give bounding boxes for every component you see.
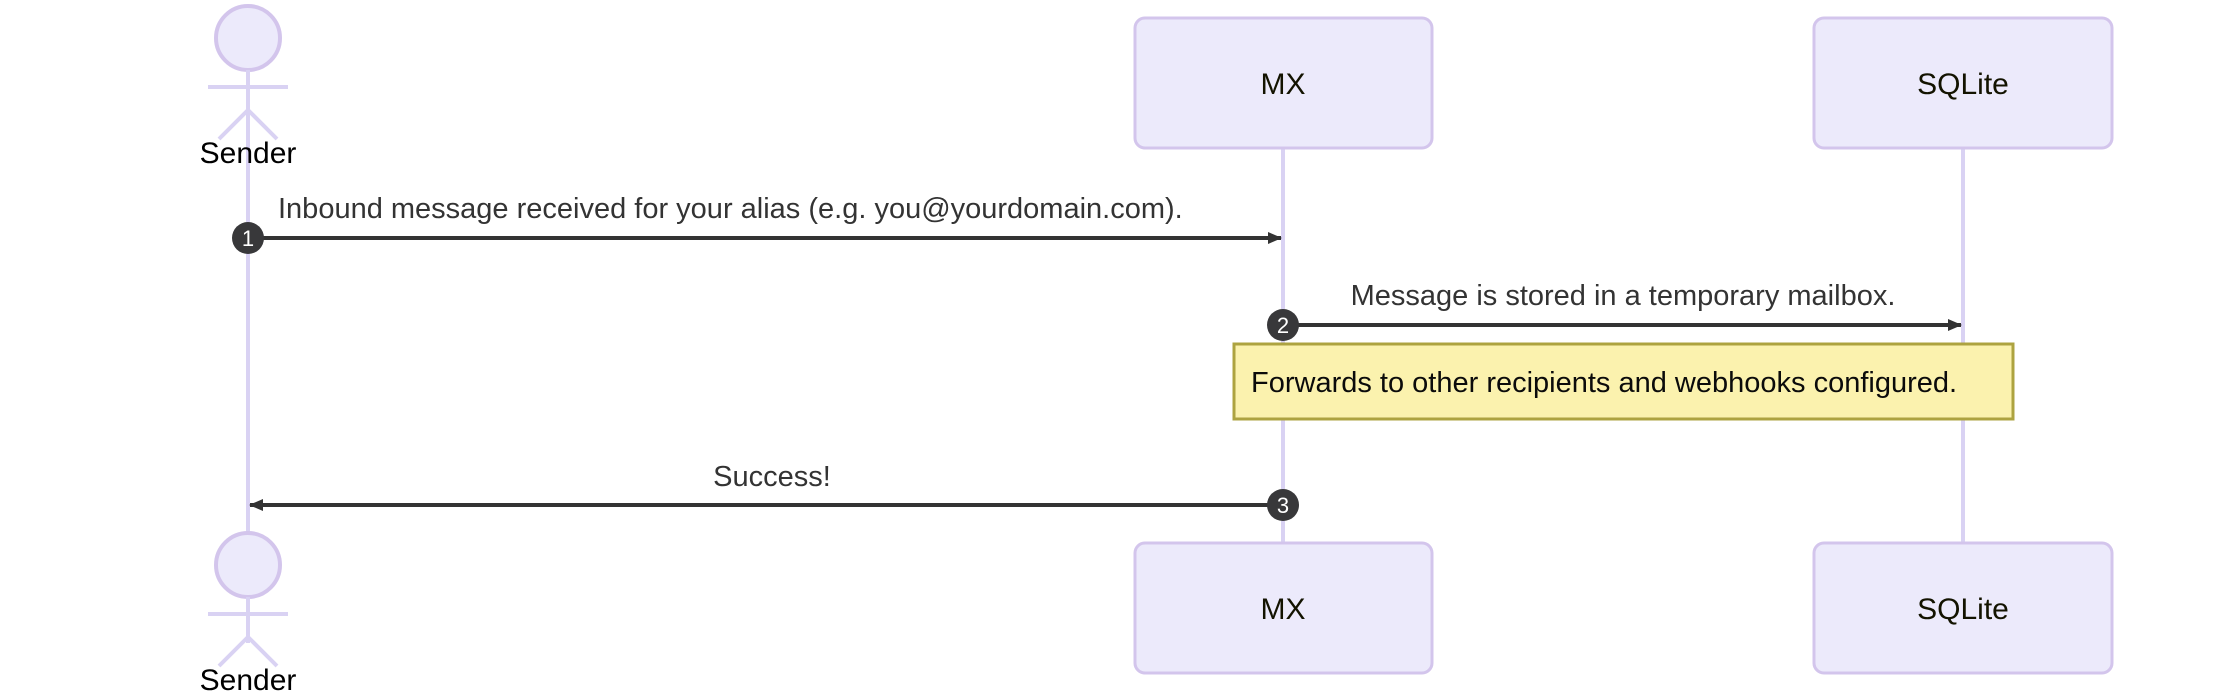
participant-box-sqlite-top[interactable]: [1812, 16, 2114, 150]
message-2-sequence-badge[interactable]: [1267, 309, 1299, 341]
message-2[interactable]: Message is stored in a temporary mailbox…: [1267, 280, 1962, 341]
lifelines-group: [246, 100, 1965, 543]
actor-sender-bottom[interactable]: Sender: [200, 531, 297, 697]
participant-label-sqlite-top: SQLite: [1917, 68, 2009, 101]
message-1-label: Inbound message received for your alias …: [278, 193, 1183, 225]
actor-leg-right-line: [246, 635, 279, 668]
participant-label-sqlite-bottom: SQLite: [1917, 593, 2009, 626]
actor-leg-left-line: [217, 635, 250, 668]
actor-leg-right-line: [246, 108, 279, 141]
message-1[interactable]: Inbound message received for your alias …: [232, 193, 1282, 254]
message-2-sequence-number: 2: [1277, 313, 1289, 338]
message-1-sequence-number: 1: [242, 226, 254, 251]
participant-box-mx-bottom[interactable]: [1133, 541, 1434, 675]
note-forwards[interactable]: Forwards to other recipients and webhook…: [1232, 342, 2015, 421]
actor-sender-top[interactable]: Sender: [200, 4, 297, 170]
message-3[interactable]: Success! 3: [249, 461, 1299, 521]
actor-head-icon: [214, 4, 282, 72]
participant-box-sqlite-bottom[interactable]: [1812, 541, 2114, 675]
message-1-sequence-badge[interactable]: [232, 222, 264, 254]
participant-footer-sqlite[interactable]: SQLite: [1812, 541, 2114, 675]
note-box[interactable]: [1232, 342, 2015, 421]
message-3-label: Success!: [713, 461, 831, 493]
note-text: Forwards to other recipients and webhook…: [1251, 367, 1957, 399]
actor-leg-left-line: [217, 108, 250, 141]
participant-box-mx-top[interactable]: [1133, 16, 1434, 150]
actor-label-sender-top: Sender: [200, 137, 297, 170]
participant-header-sqlite[interactable]: SQLite: [1812, 16, 2114, 150]
message-3-sequence-number: 3: [1277, 493, 1289, 518]
participant-header-mx[interactable]: MX: [1133, 16, 1434, 150]
message-3-sequence-badge[interactable]: [1267, 489, 1299, 521]
participant-label-mx-bottom: MX: [1261, 593, 1306, 626]
actor-label-sender-bottom: Sender: [200, 664, 297, 697]
participant-footer-mx[interactable]: MX: [1133, 541, 1434, 675]
participant-label-mx-top: MX: [1261, 68, 1306, 101]
actor-head-icon: [214, 531, 282, 599]
message-2-label: Message is stored in a temporary mailbox…: [1351, 280, 1896, 312]
